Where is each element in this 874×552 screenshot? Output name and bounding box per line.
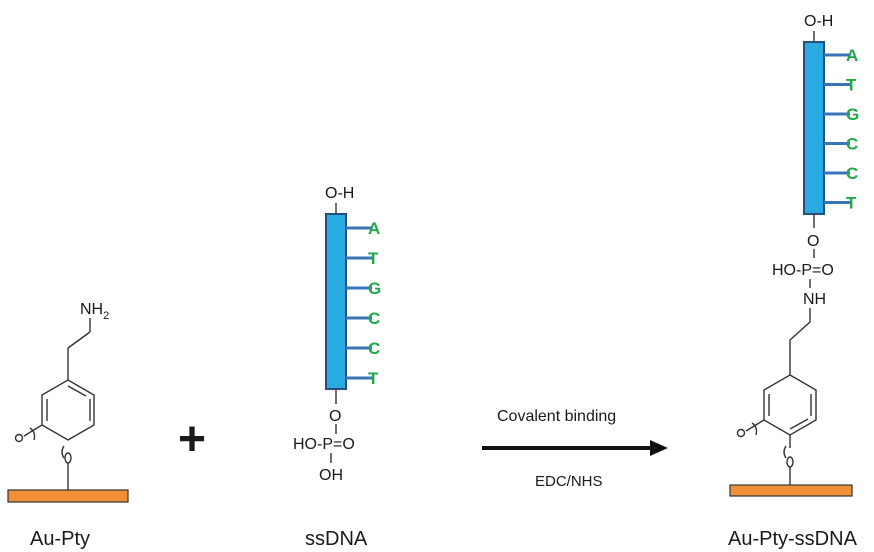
product-base-letter: G bbox=[846, 105, 859, 124]
ssdna-base-letter: T bbox=[368, 249, 379, 268]
product-base-letter: T bbox=[846, 76, 857, 95]
arrow-top-label: Covalent binding bbox=[497, 408, 616, 425]
plus-sign: + bbox=[178, 413, 206, 466]
au-pty-structure: NH2 Au-Pty bbox=[7, 301, 129, 550]
gold-substrate-right bbox=[729, 484, 853, 497]
product-o: O bbox=[807, 233, 819, 250]
product-nh: NH bbox=[803, 291, 826, 308]
ssdna-oh: OH bbox=[319, 467, 343, 484]
amine-label: NH2 bbox=[80, 301, 109, 322]
au-pty-caption: Au-Pty bbox=[30, 528, 90, 550]
ssdna-strand bbox=[325, 213, 347, 390]
ssdna-base-letter: T bbox=[368, 369, 379, 388]
au-pty-ssdna-caption: Au-Pty-ssDNA bbox=[728, 528, 858, 550]
product-base-letter: A bbox=[846, 46, 858, 65]
ssdna-base-letter: C bbox=[368, 339, 380, 358]
product-base-letter: C bbox=[846, 135, 858, 154]
ssdna-hop: HO-P=O bbox=[293, 436, 355, 453]
product-strand bbox=[803, 41, 825, 215]
ssdna-o: O bbox=[329, 408, 341, 425]
product-base-letter: T bbox=[846, 194, 857, 213]
arrow-bottom-label: EDC/NHS bbox=[535, 473, 603, 490]
ssdna-base-letter: C bbox=[368, 309, 380, 328]
gold-substrate-left bbox=[7, 489, 129, 503]
product-top-oh: O-H bbox=[804, 13, 833, 30]
product-base-letter: C bbox=[846, 164, 858, 183]
ssdna-base-letter: G bbox=[368, 279, 381, 298]
ssdna-top-oh: O-H bbox=[325, 185, 354, 202]
product-hop: HO-P=O bbox=[772, 262, 834, 279]
reaction-arrow: Covalent binding EDC/NHS bbox=[482, 408, 668, 490]
ssdna-base-letter: A bbox=[368, 219, 380, 238]
ssdna-caption: ssDNA bbox=[305, 528, 368, 550]
